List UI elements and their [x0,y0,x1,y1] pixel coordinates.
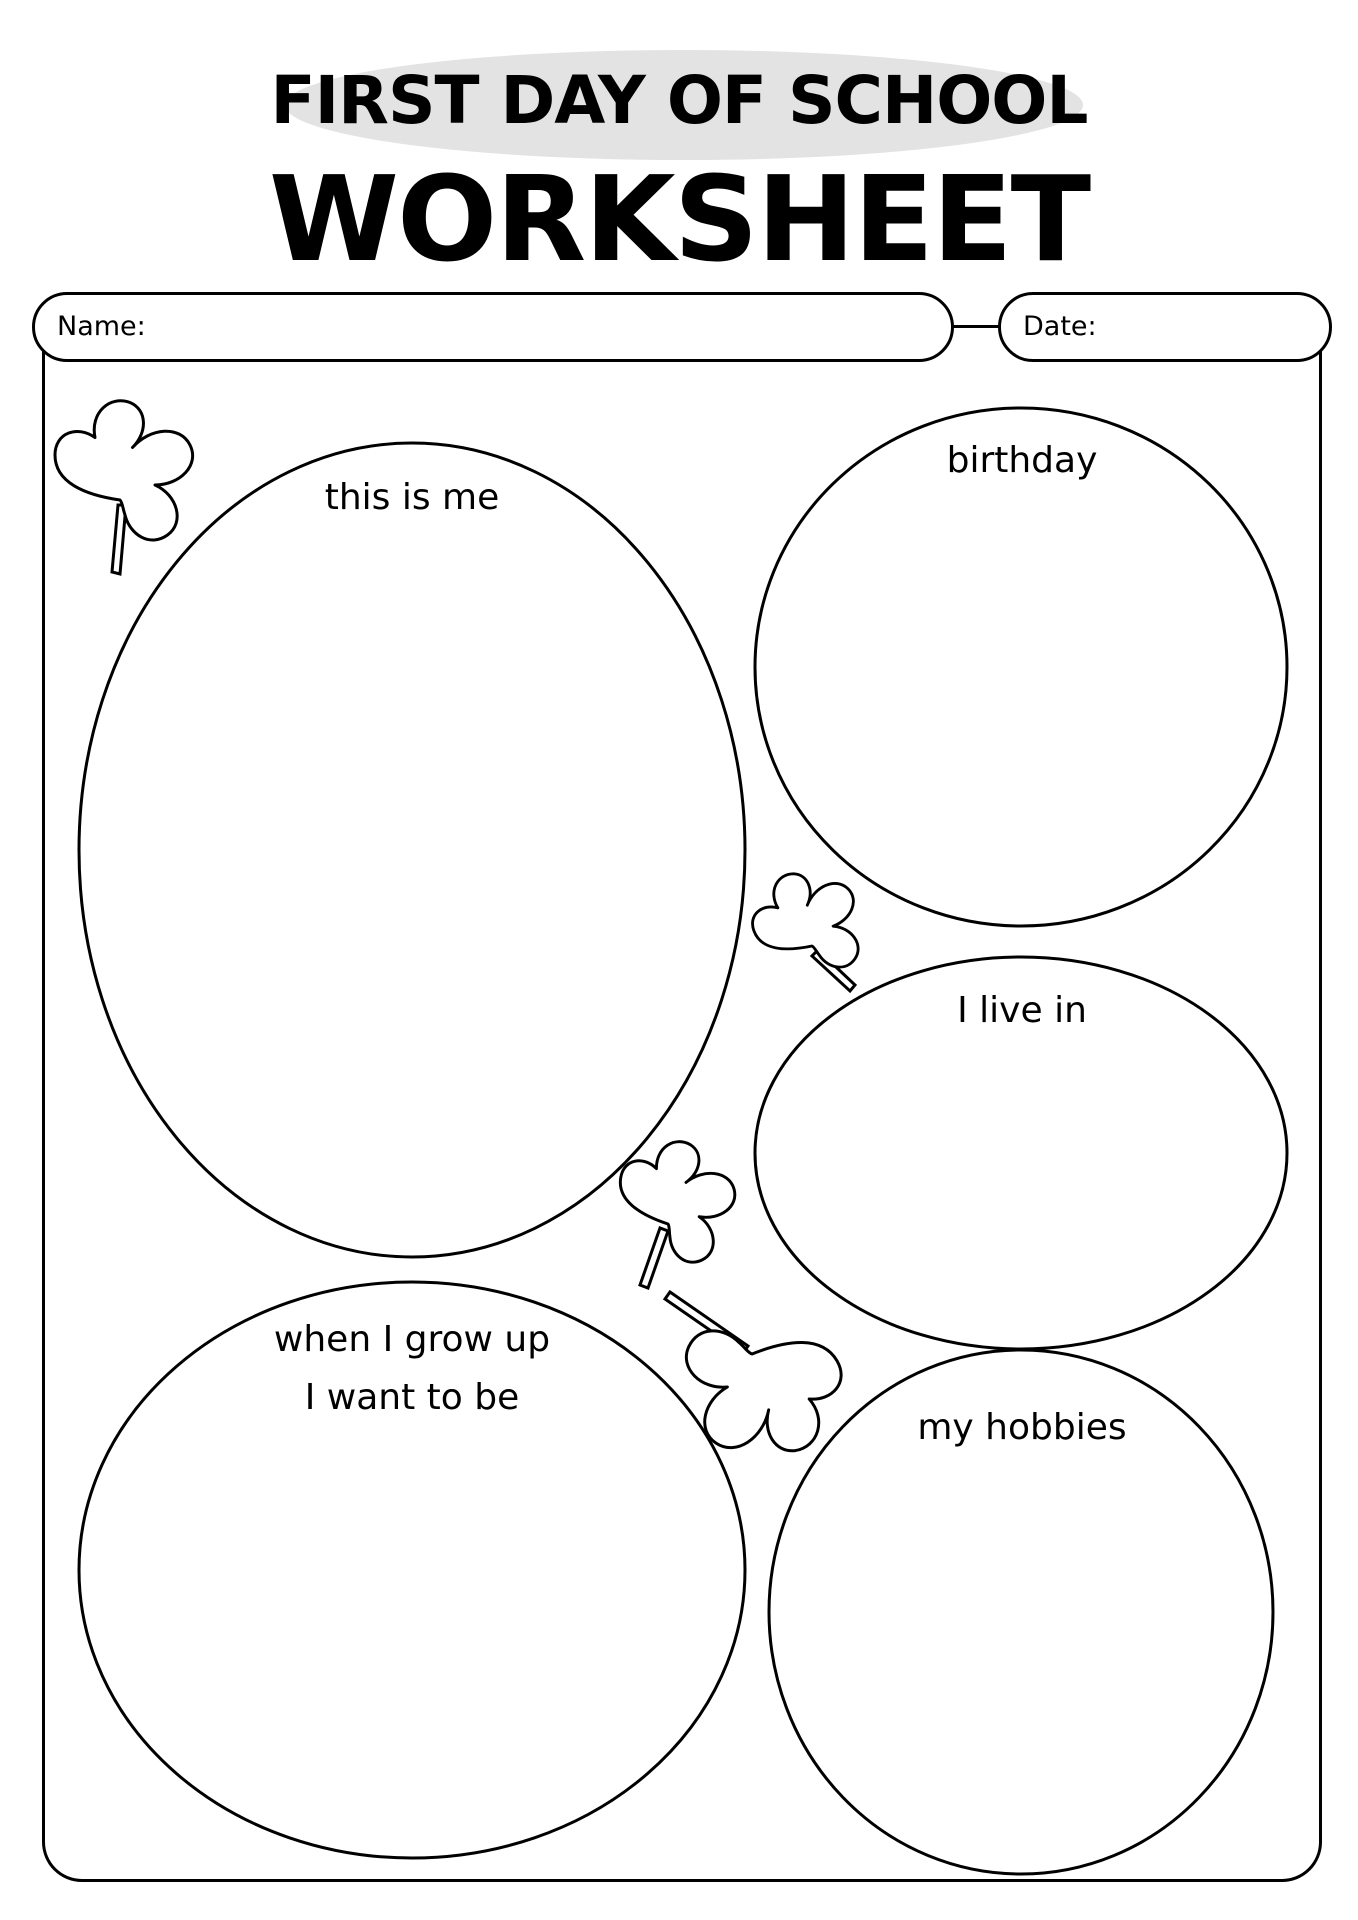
grow-up-label-line1: when I grow up [273,1319,551,1360]
my-hobbies-bubble[interactable] [767,1348,1275,1876]
grow-up-label-line2: I want to be [304,1377,520,1418]
title-highlight [285,50,1083,160]
worksheet-frame [42,322,1322,1882]
i-live-in-label: I live in [957,990,1087,1031]
name-field[interactable]: Name: [32,292,954,362]
shamrock-icon [662,1289,843,1453]
shamrock-icon [751,872,860,994]
worksheet-subtitle: FIRST DAY OF SCHOOL [270,62,1089,139]
worksheet-title: WORKSHEET [268,150,1091,288]
field-connector [952,325,1000,328]
this-is-me-bubble[interactable] [77,441,747,1259]
name-label: Name: [57,311,146,342]
date-label: Date: [1023,311,1097,342]
this-is-me-label: this is me [324,477,500,518]
birthday-label: birthday [946,440,1098,481]
date-field[interactable]: Date: [998,292,1332,362]
shamrock-icon [53,399,194,576]
grow-up-bubble[interactable] [77,1280,747,1860]
shamrock-icon [618,1140,737,1290]
my-hobbies-label: my hobbies [917,1407,1127,1448]
birthday-bubble[interactable] [753,406,1289,928]
